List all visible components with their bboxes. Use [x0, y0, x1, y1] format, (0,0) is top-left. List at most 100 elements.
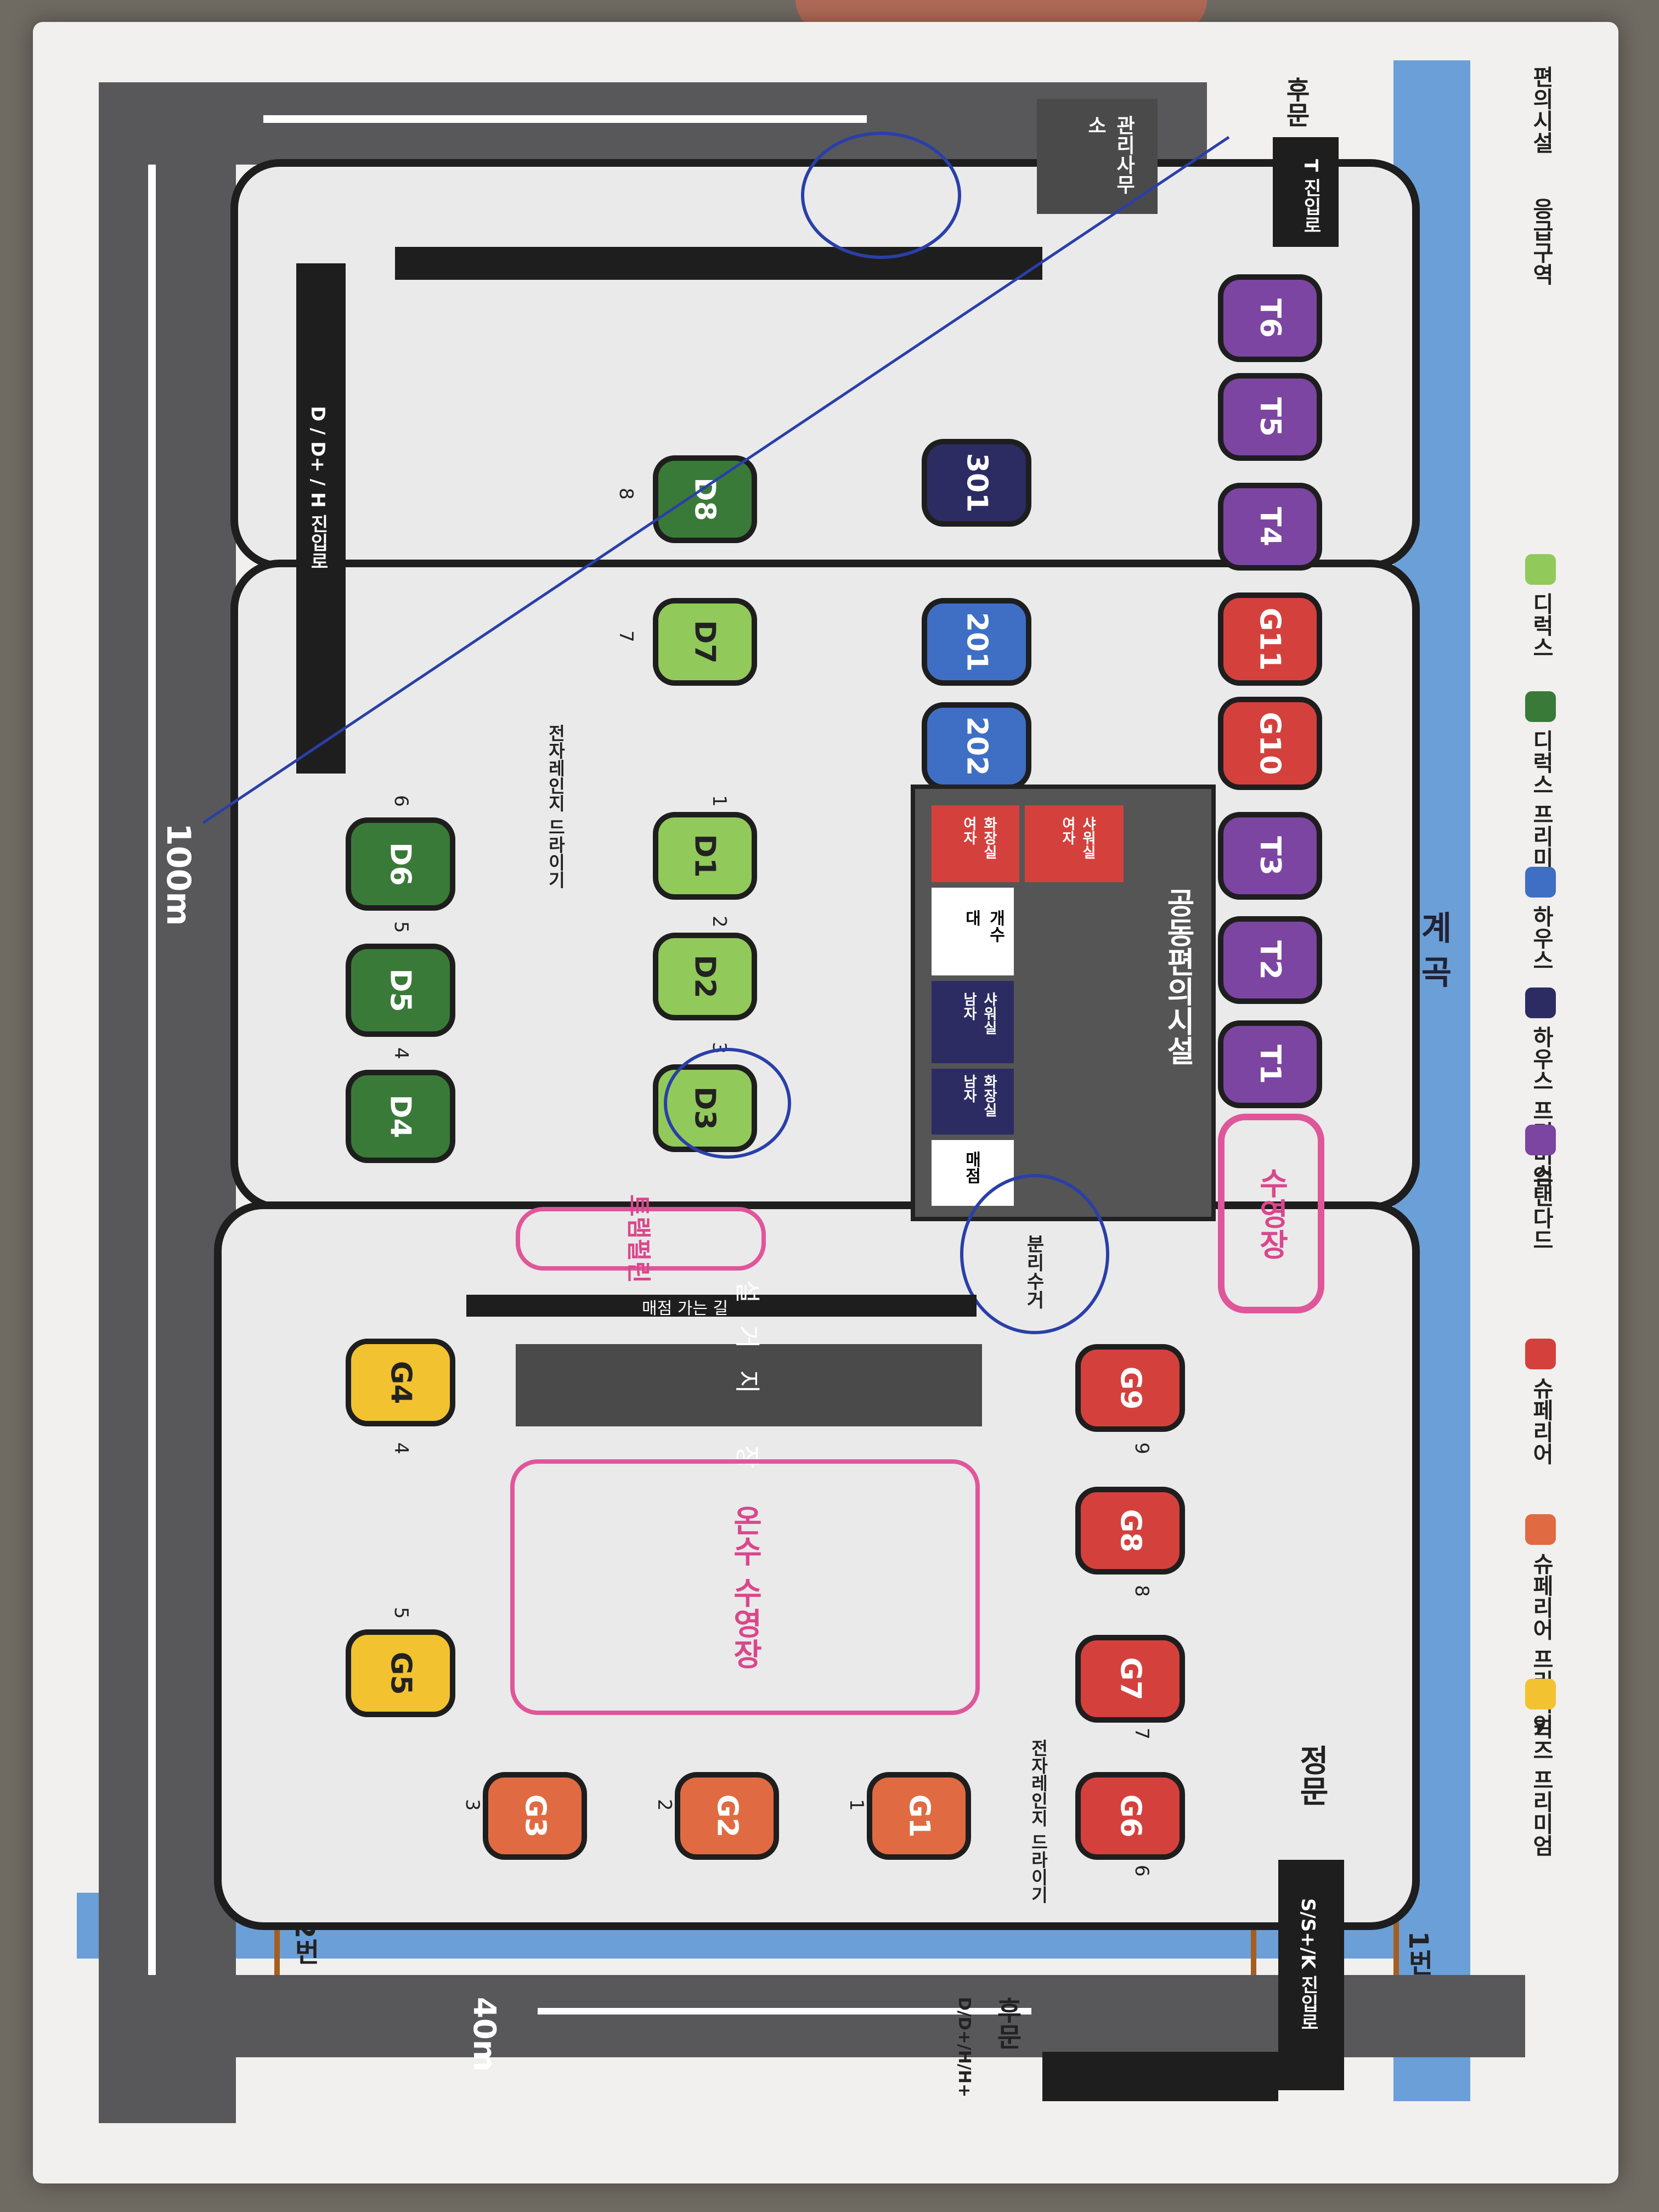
- site-D7[interactable]: D7: [653, 598, 757, 686]
- legend-swatch: [1525, 1679, 1556, 1709]
- women-shower: 샤워실 여자: [1025, 805, 1124, 882]
- back-gate-t-label: 후문: [1282, 77, 1311, 127]
- site-G2-label: G2: [710, 1794, 743, 1838]
- road-lane-marking: [148, 104, 156, 2046]
- trampoline: 트램펄린: [516, 1194, 766, 1283]
- site-G8[interactable]: G8: [1075, 1487, 1185, 1575]
- pool: 수영장: [1218, 1114, 1324, 1313]
- sink-label: 개수대: [962, 910, 1005, 943]
- back-gate-t-road: T 진입로: [1300, 159, 1322, 235]
- main-road: [99, 82, 236, 2123]
- site-D2-label: D2: [688, 955, 721, 998]
- site-D6[interactable]: D6: [346, 817, 455, 911]
- distance-40m: 40m: [466, 1997, 502, 2072]
- site-num: 3: [461, 1799, 483, 1811]
- management-office: 관리사무소: [1037, 99, 1158, 214]
- site-301[interactable]: 301: [922, 439, 1031, 527]
- legend-first-aid: 응급구역: [1528, 198, 1554, 285]
- site-D8[interactable]: D8: [653, 455, 757, 543]
- site-T3-label: T3: [1254, 836, 1286, 876]
- site-T2[interactable]: T2: [1218, 916, 1322, 1004]
- management-label: 관리사무소: [1084, 115, 1135, 194]
- site-G8-label: G8: [1114, 1509, 1147, 1553]
- site-G4-label: G4: [384, 1361, 417, 1404]
- warm-pool-label: 온수 수영장: [727, 1505, 763, 1669]
- legend-convenience: 편의시설: [1528, 66, 1554, 154]
- top-road: [99, 82, 1207, 165]
- site-G3-label: G3: [518, 1794, 551, 1838]
- site-G1-label: G1: [902, 1794, 935, 1838]
- site-G6[interactable]: G6: [1075, 1772, 1185, 1860]
- site-T4-label: T4: [1254, 507, 1286, 546]
- dryer-note-north: 전자레인지 드라이기: [545, 724, 566, 889]
- site-T6-label: T6: [1254, 298, 1286, 338]
- site-G4[interactable]: G4: [346, 1339, 455, 1426]
- distance-100m: 100m: [159, 823, 198, 926]
- legend-swatch: [1525, 867, 1556, 898]
- site-G3[interactable]: G3: [483, 1772, 587, 1860]
- shop-path-label: 매점 가는 길: [642, 1299, 729, 1318]
- site-num: 4: [390, 1442, 412, 1454]
- legend-label: 스탠다드: [1528, 1163, 1554, 1251]
- site-G10-label: G10: [1253, 712, 1286, 775]
- legend-label: 디럭스: [1528, 592, 1554, 658]
- legend-swatch: [1525, 1514, 1556, 1545]
- site-G1[interactable]: G1: [867, 1772, 971, 1860]
- site-G5-label: G5: [384, 1651, 417, 1695]
- front-gate-arrow: [1278, 1860, 1344, 2090]
- women-toilet-label: 화장실 여자: [961, 816, 997, 859]
- shop-path-arrow: 매점 가는 길: [466, 1295, 977, 1318]
- site-num: 5: [390, 1607, 412, 1619]
- site-num: 8: [1130, 1585, 1153, 1597]
- back-gate-d-label: 후문: [991, 1997, 1022, 2050]
- legend-label: 하우스: [1528, 905, 1554, 971]
- front-gate-road: S/S+/K 진입로: [1297, 1898, 1319, 2032]
- back-gate-t-arrow: [1273, 137, 1339, 247]
- pool-label: 수영장: [1253, 1167, 1289, 1260]
- site-G5[interactable]: G5: [346, 1629, 455, 1717]
- site-D5[interactable]: D5: [346, 944, 455, 1037]
- site-num: 5: [390, 921, 412, 933]
- dryer-note-south: 전자레인지 드라이기: [1028, 1739, 1049, 1904]
- men-shower-label: 샤워실 남자: [961, 992, 997, 1035]
- legend: 편의시설 응급구역 디럭스 디럭스 프리미엄 하우스 하우스 프리미엄 스탠다드…: [1503, 66, 1585, 1986]
- site-num: 6: [1130, 1865, 1153, 1877]
- legend-swatch: [1525, 1125, 1556, 1155]
- shop-label: 매점: [962, 1151, 981, 1184]
- site-D2[interactable]: D2: [653, 933, 757, 1020]
- bottom-road-marking: [538, 2008, 1031, 2015]
- site-G9[interactable]: G9: [1075, 1344, 1185, 1432]
- site-T5-label: T5: [1254, 397, 1286, 437]
- direction-arrow-top: [395, 247, 1042, 280]
- site-G7[interactable]: G7: [1075, 1635, 1185, 1723]
- top-road-marking: [263, 115, 867, 123]
- site-D4[interactable]: D4: [346, 1070, 455, 1163]
- pen-circle-recycle: [960, 1174, 1109, 1334]
- site-T3[interactable]: T3: [1218, 812, 1322, 900]
- trampoline-label: 트램펄린: [624, 1194, 652, 1283]
- site-T5[interactable]: T5: [1218, 373, 1322, 461]
- dishwashing-area: 설거지 장: [516, 1280, 982, 1491]
- warm-pool: 온수 수영장: [510, 1459, 980, 1715]
- site-D5-label: D5: [383, 968, 417, 1012]
- site-201[interactable]: 201: [922, 598, 1031, 686]
- river-label: 계 곡: [1414, 911, 1453, 988]
- site-T4[interactable]: T4: [1218, 483, 1322, 571]
- site-G9-label: G9: [1114, 1366, 1147, 1410]
- women-shower-label: 샤워실 여자: [1059, 816, 1096, 859]
- site-D6-label: D6: [383, 842, 417, 886]
- site-T1[interactable]: T1: [1218, 1020, 1322, 1108]
- site-D1[interactable]: D1: [653, 812, 757, 900]
- legend-label: 슈페리어: [1528, 1377, 1554, 1465]
- site-G10[interactable]: G10: [1218, 697, 1322, 790]
- site-G11[interactable]: G11: [1218, 592, 1322, 686]
- site-G2[interactable]: G2: [675, 1772, 779, 1860]
- pen-scribble: [801, 132, 961, 259]
- site-num: 4: [390, 1047, 412, 1059]
- men-toilet-label: 화장실 남자: [961, 1074, 997, 1117]
- back-gate-d-arrow: [1042, 2052, 1278, 2101]
- d-entry-arrow: [296, 263, 346, 774]
- site-T6[interactable]: T6: [1218, 274, 1322, 362]
- men-toilet: 화장실 남자: [932, 1069, 1014, 1135]
- site-D4-label: D4: [383, 1094, 417, 1138]
